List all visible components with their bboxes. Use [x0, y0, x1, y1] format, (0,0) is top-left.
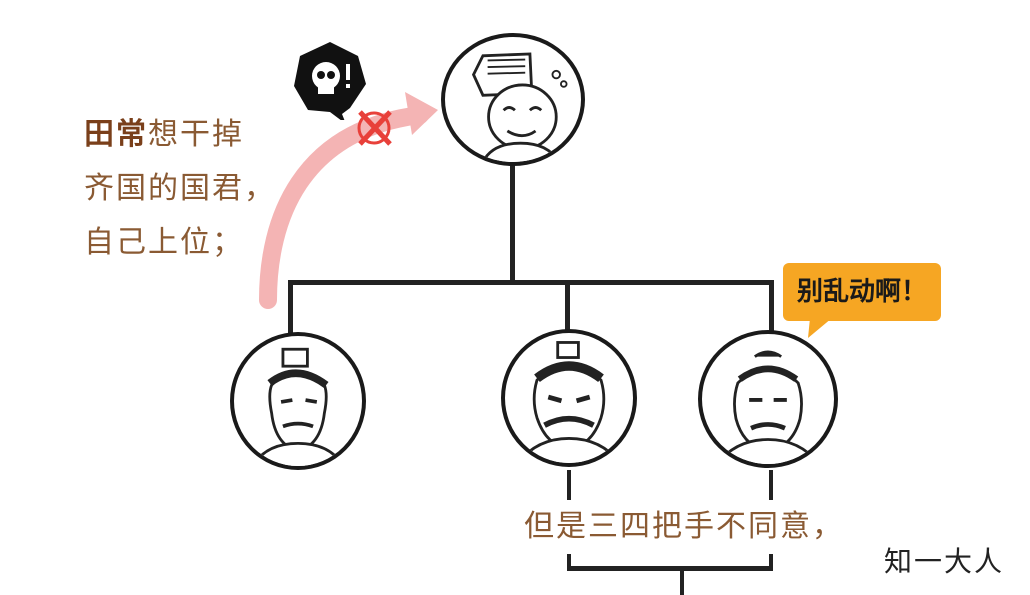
branch-left: [288, 280, 293, 340]
branch-right: [769, 280, 774, 336]
speech-bubble-tail: [808, 318, 832, 338]
portrait-minister-middle: [501, 329, 637, 467]
caption-line-1-rest: 想干掉: [148, 117, 244, 152]
watermark: 知一大人: [884, 545, 1005, 578]
caption-line-2: 齐国的国君，: [84, 171, 276, 206]
horizontal-branch-line: [288, 280, 774, 285]
branch-middle: [565, 280, 570, 336]
bracket-stem: [680, 566, 684, 595]
trunk-line-top: [510, 158, 515, 282]
caption-line-3: 自己上位；: [84, 225, 244, 260]
portrait-tian-chang: [230, 332, 366, 470]
caption-left: 田常想干掉 齐国的国君， 自己上位；: [84, 108, 284, 270]
bracket-bottom: [567, 566, 773, 571]
caption-name: 田常: [84, 117, 148, 152]
portrait-minister-right: [698, 330, 838, 468]
cross-icon: [357, 110, 392, 146]
speech-bubble-text: 别乱动啊！: [796, 277, 927, 307]
skull-icon: [294, 42, 366, 120]
portrait-ruler: [441, 33, 585, 166]
caption-line-1: 田常想干掉: [84, 108, 284, 162]
caption-bottom: 但是三四把手不同意，: [520, 500, 848, 554]
speech-bubble: 别乱动啊！: [783, 263, 941, 321]
